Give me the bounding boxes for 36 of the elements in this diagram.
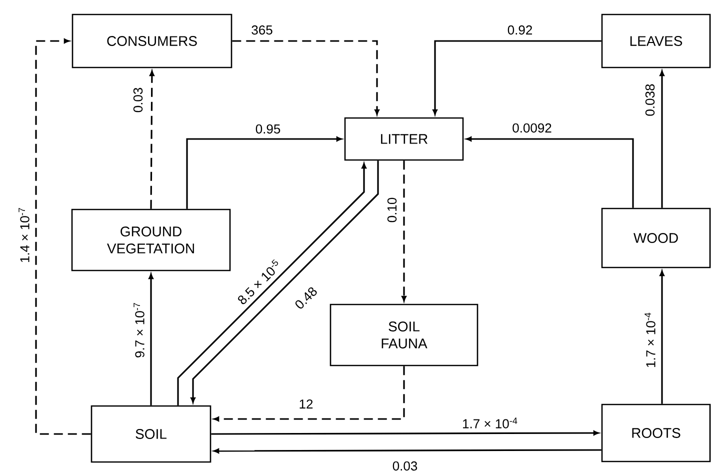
edge-label: 0.95 xyxy=(254,122,282,136)
arrow xyxy=(232,40,380,115)
edge-label: 9.7 × 10$^{-7}$ xyxy=(132,300,146,360)
arrow xyxy=(214,448,602,454)
edge-label: 0.92 xyxy=(506,24,534,36)
arrow xyxy=(214,366,405,422)
process-box: SOIL xyxy=(90,405,212,463)
edge-label: 0.10 xyxy=(386,196,398,224)
process-box: LITTER xyxy=(344,117,464,161)
process-box: LEAVES xyxy=(601,14,711,68)
edge-label: 12 xyxy=(297,398,315,410)
arrow xyxy=(402,160,406,302)
arrow xyxy=(432,40,602,115)
arrow xyxy=(148,274,154,406)
process-box: ROOTS xyxy=(601,404,711,462)
edge-label: 1.4 × 10$^{-7}$ xyxy=(17,206,31,264)
edge-label: 1.7 × 10$^{-4}$ xyxy=(460,416,520,430)
edge-label: 0.03 xyxy=(390,460,420,472)
process-box: SOIL FAUNA xyxy=(330,304,478,366)
arrow xyxy=(211,430,599,436)
edge-label: 0.0092 xyxy=(510,122,554,134)
edge-label: 0.038 xyxy=(644,82,656,118)
arrow xyxy=(186,136,342,209)
process-box: GROUND VEGETATION xyxy=(71,208,231,272)
edge-label: 365 xyxy=(250,24,274,36)
edge-label: 0.48 xyxy=(292,284,320,312)
arrow xyxy=(660,70,664,208)
arrow xyxy=(466,136,634,208)
process-box: CONSUMERS xyxy=(72,14,232,68)
edge-label: 0.03 xyxy=(132,86,144,114)
arrow xyxy=(660,270,664,404)
arrow xyxy=(150,70,154,209)
process-box: WOOD xyxy=(601,208,711,268)
arrow xyxy=(35,38,91,435)
edge-label: 1.7 × 10$^{-4}$ xyxy=(643,310,657,370)
edge-label: 8.5 × 10$^{-5}$ xyxy=(233,256,285,308)
